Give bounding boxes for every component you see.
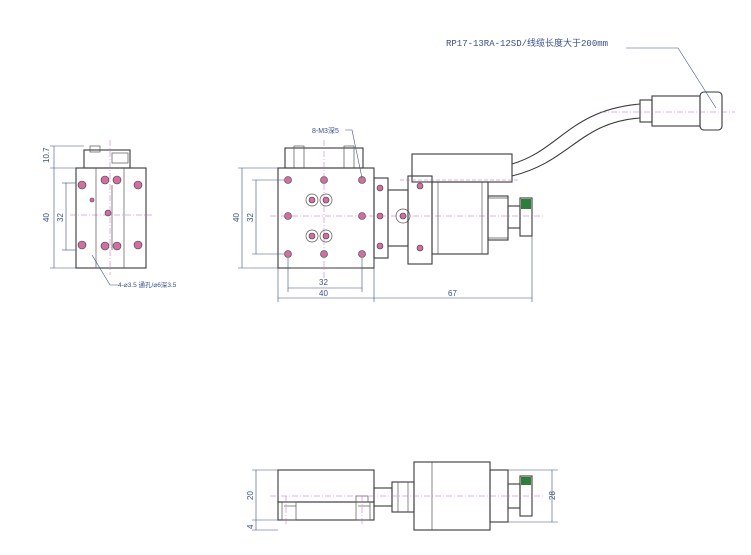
side-hole-note: 4-⌀3.5 通孔/⌀6深3.5: [118, 280, 177, 289]
side-view: 10.7 40 32 4-⌀3.5 通孔/⌀6深3.5: [42, 140, 177, 289]
side-dim-top: 10.7: [42, 147, 51, 163]
cable-note: RP17-13RA-12SD/线缆长度大于200mm: [446, 37, 608, 49]
top-view-connector-box: [411, 153, 513, 183]
top-dim-height: 40: [232, 213, 241, 222]
top-view-motor: [431, 181, 489, 255]
cable-connector: [651, 95, 701, 127]
top-dim-bottom: 40: [319, 289, 328, 298]
top-dim-inner: 32: [246, 213, 255, 222]
side-view-clamp: [111, 152, 129, 164]
front-view-body: [277, 469, 375, 503]
top-dim-bottom-inner: 32: [319, 278, 328, 287]
side-dim-inner: 32: [56, 213, 65, 222]
side-view-screw-head: [89, 145, 101, 153]
top-view: RP17-13RA-12SD/线缆长度大于200mm 8-M3深5 40 32 …: [232, 37, 735, 302]
side-view-body: [75, 167, 147, 269]
front-dim-motor-height: 28: [548, 491, 557, 500]
front-view: 20 4 28: [246, 461, 558, 531]
knob-green-marker: [521, 199, 531, 209]
side-dim-height: 40: [42, 213, 51, 222]
front-dim-height: 20: [246, 491, 255, 500]
top-screw-note: 8-M3深5: [312, 126, 339, 135]
front-dim-base: 4: [246, 524, 255, 529]
top-dim-motor: 67: [448, 289, 457, 298]
